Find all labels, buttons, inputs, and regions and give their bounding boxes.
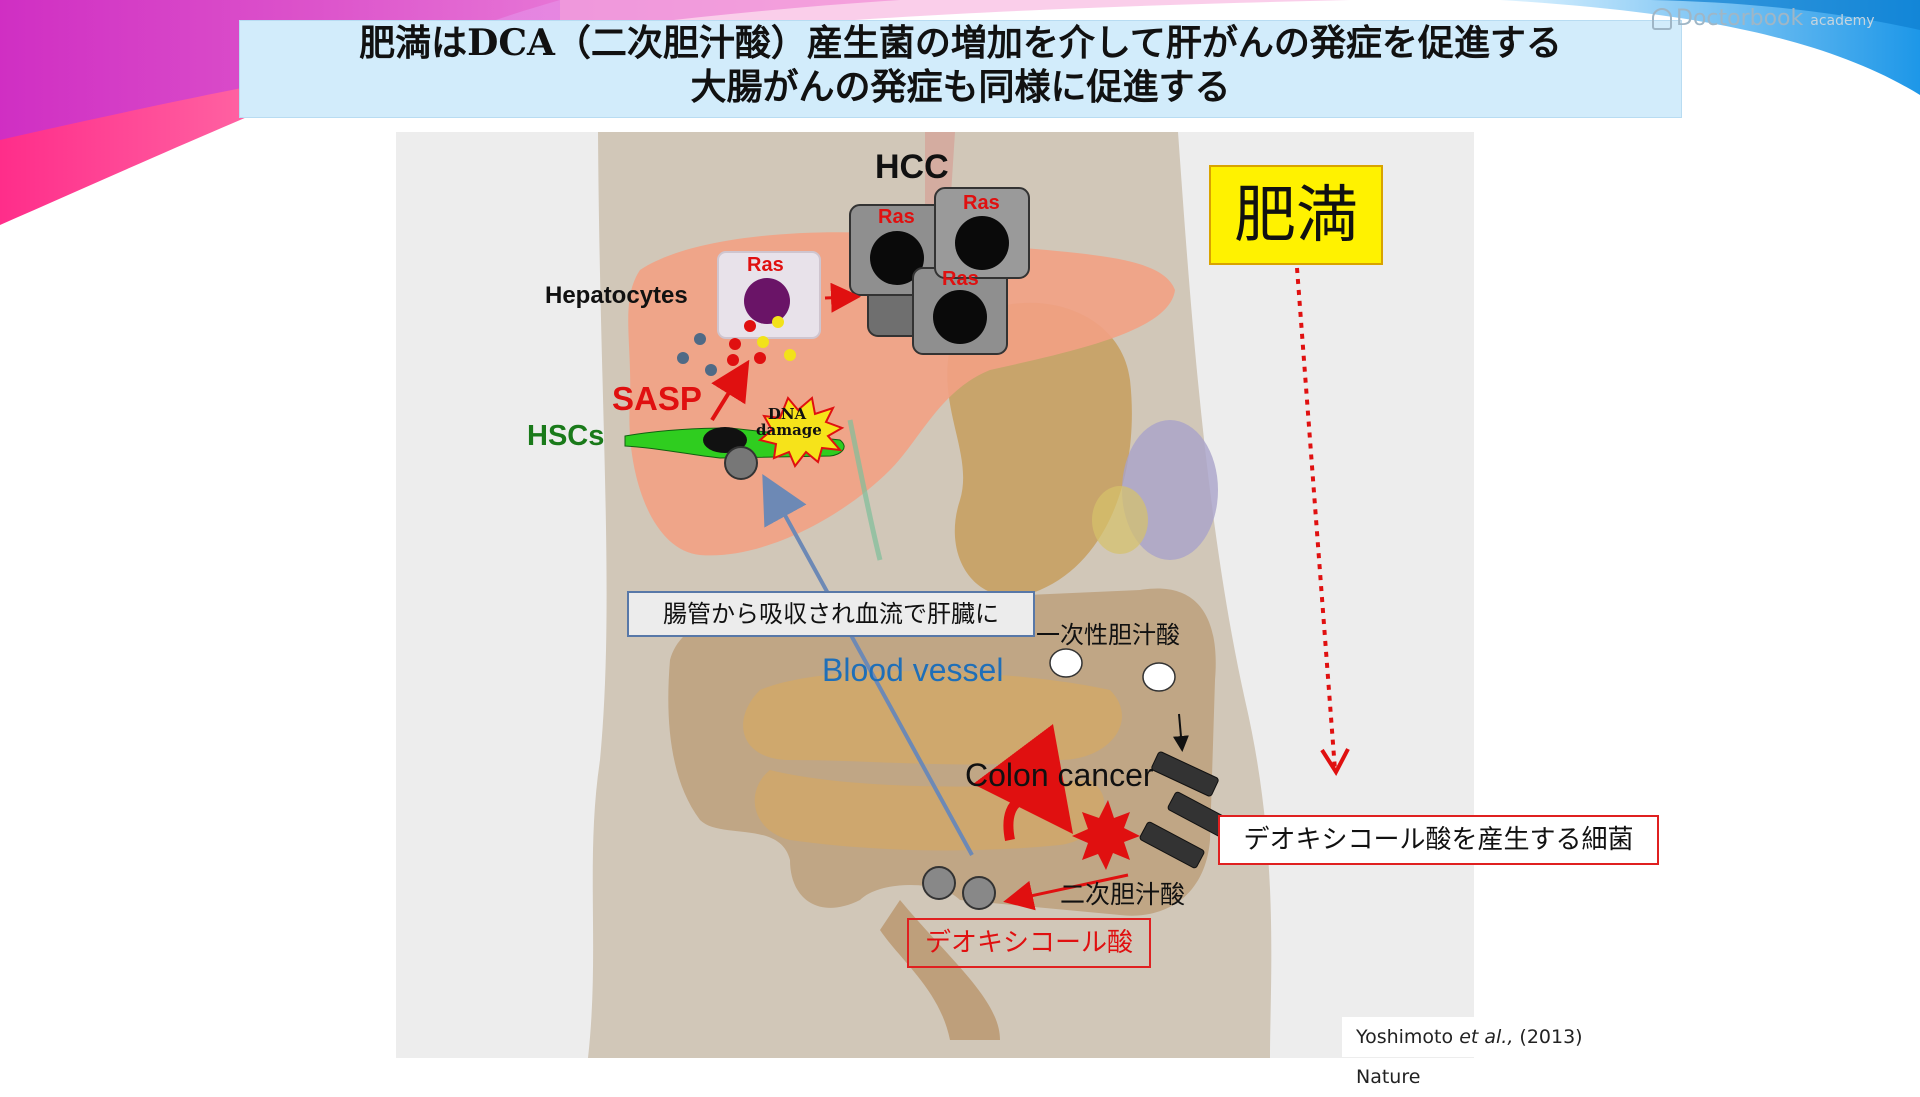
sasp-label: SASP [612, 380, 702, 418]
citation: Yoshimoto et al., (2013) Nature [1342, 1017, 1646, 1057]
dca-circle [963, 877, 995, 909]
hepatocyte-to-hcc-arrow [825, 297, 852, 298]
ras-label: Ras [878, 206, 915, 229]
obesity-dotted-arrow [1297, 268, 1335, 770]
ras-label: Ras [942, 268, 979, 291]
secondary-bile-acid-label: 二次胆汁酸 [1060, 875, 1185, 911]
brand-watermark: Doctorbook academy [1652, 6, 1875, 31]
hscs-label: HSCs [527, 420, 604, 453]
dna-damage-line-1: DNA [756, 406, 818, 422]
brand-name: Doctorbook [1676, 6, 1803, 31]
obesity-box: 肥満 [1209, 165, 1383, 265]
absorption-note-box: 腸管から吸収され血流で肝臓に [627, 591, 1035, 637]
brand-sub: academy [1810, 13, 1874, 29]
hcc-nucleus [955, 216, 1009, 270]
dna-damage-label: DNA damage [756, 406, 818, 438]
hepatocytes-label: Hepatocytes [545, 282, 688, 310]
primary-bile-acid-circle [1143, 663, 1175, 691]
primary-bile-acid-circle [1050, 649, 1082, 677]
blood-vessel-label: Blood vessel [822, 652, 1003, 689]
hepatocyte-nucleus [744, 278, 790, 324]
colon-cancer-label: Colon cancer [965, 757, 1154, 794]
doctorbook-logo-icon [1652, 8, 1672, 30]
dna-damage-line-2: damage [756, 422, 818, 438]
citation-etal: et al., [1459, 1026, 1513, 1048]
bacteria-note-box: デオキシコール酸を産生する細菌 [1218, 815, 1659, 865]
slide-title-line-2: 大腸がんの発症も同様に促進する [240, 65, 1681, 109]
citation-authors: Yoshimoto [1356, 1026, 1453, 1048]
ras-label: Ras [747, 254, 784, 277]
hsc-gray-cell [725, 447, 757, 479]
hcc-nucleus [933, 290, 987, 344]
slide-title-banner: 肥満はDCA（二次胆汁酸）産生菌の増加を介して肝がんの発症を促進する 大腸がんの… [239, 20, 1682, 118]
hcc-label: HCC [875, 148, 949, 187]
dca-circle [923, 867, 955, 899]
slide-title-line-1: 肥満はDCA（二次胆汁酸）産生菌の増加を介して肝がんの発症を促進する [240, 21, 1681, 65]
primary-bile-acid-label: 一次性胆汁酸 [1036, 615, 1180, 650]
ras-label: Ras [963, 192, 1000, 215]
deoxycholic-acid-box: デオキシコール酸 [907, 918, 1151, 968]
hcc-cell-cluster [850, 188, 1029, 354]
